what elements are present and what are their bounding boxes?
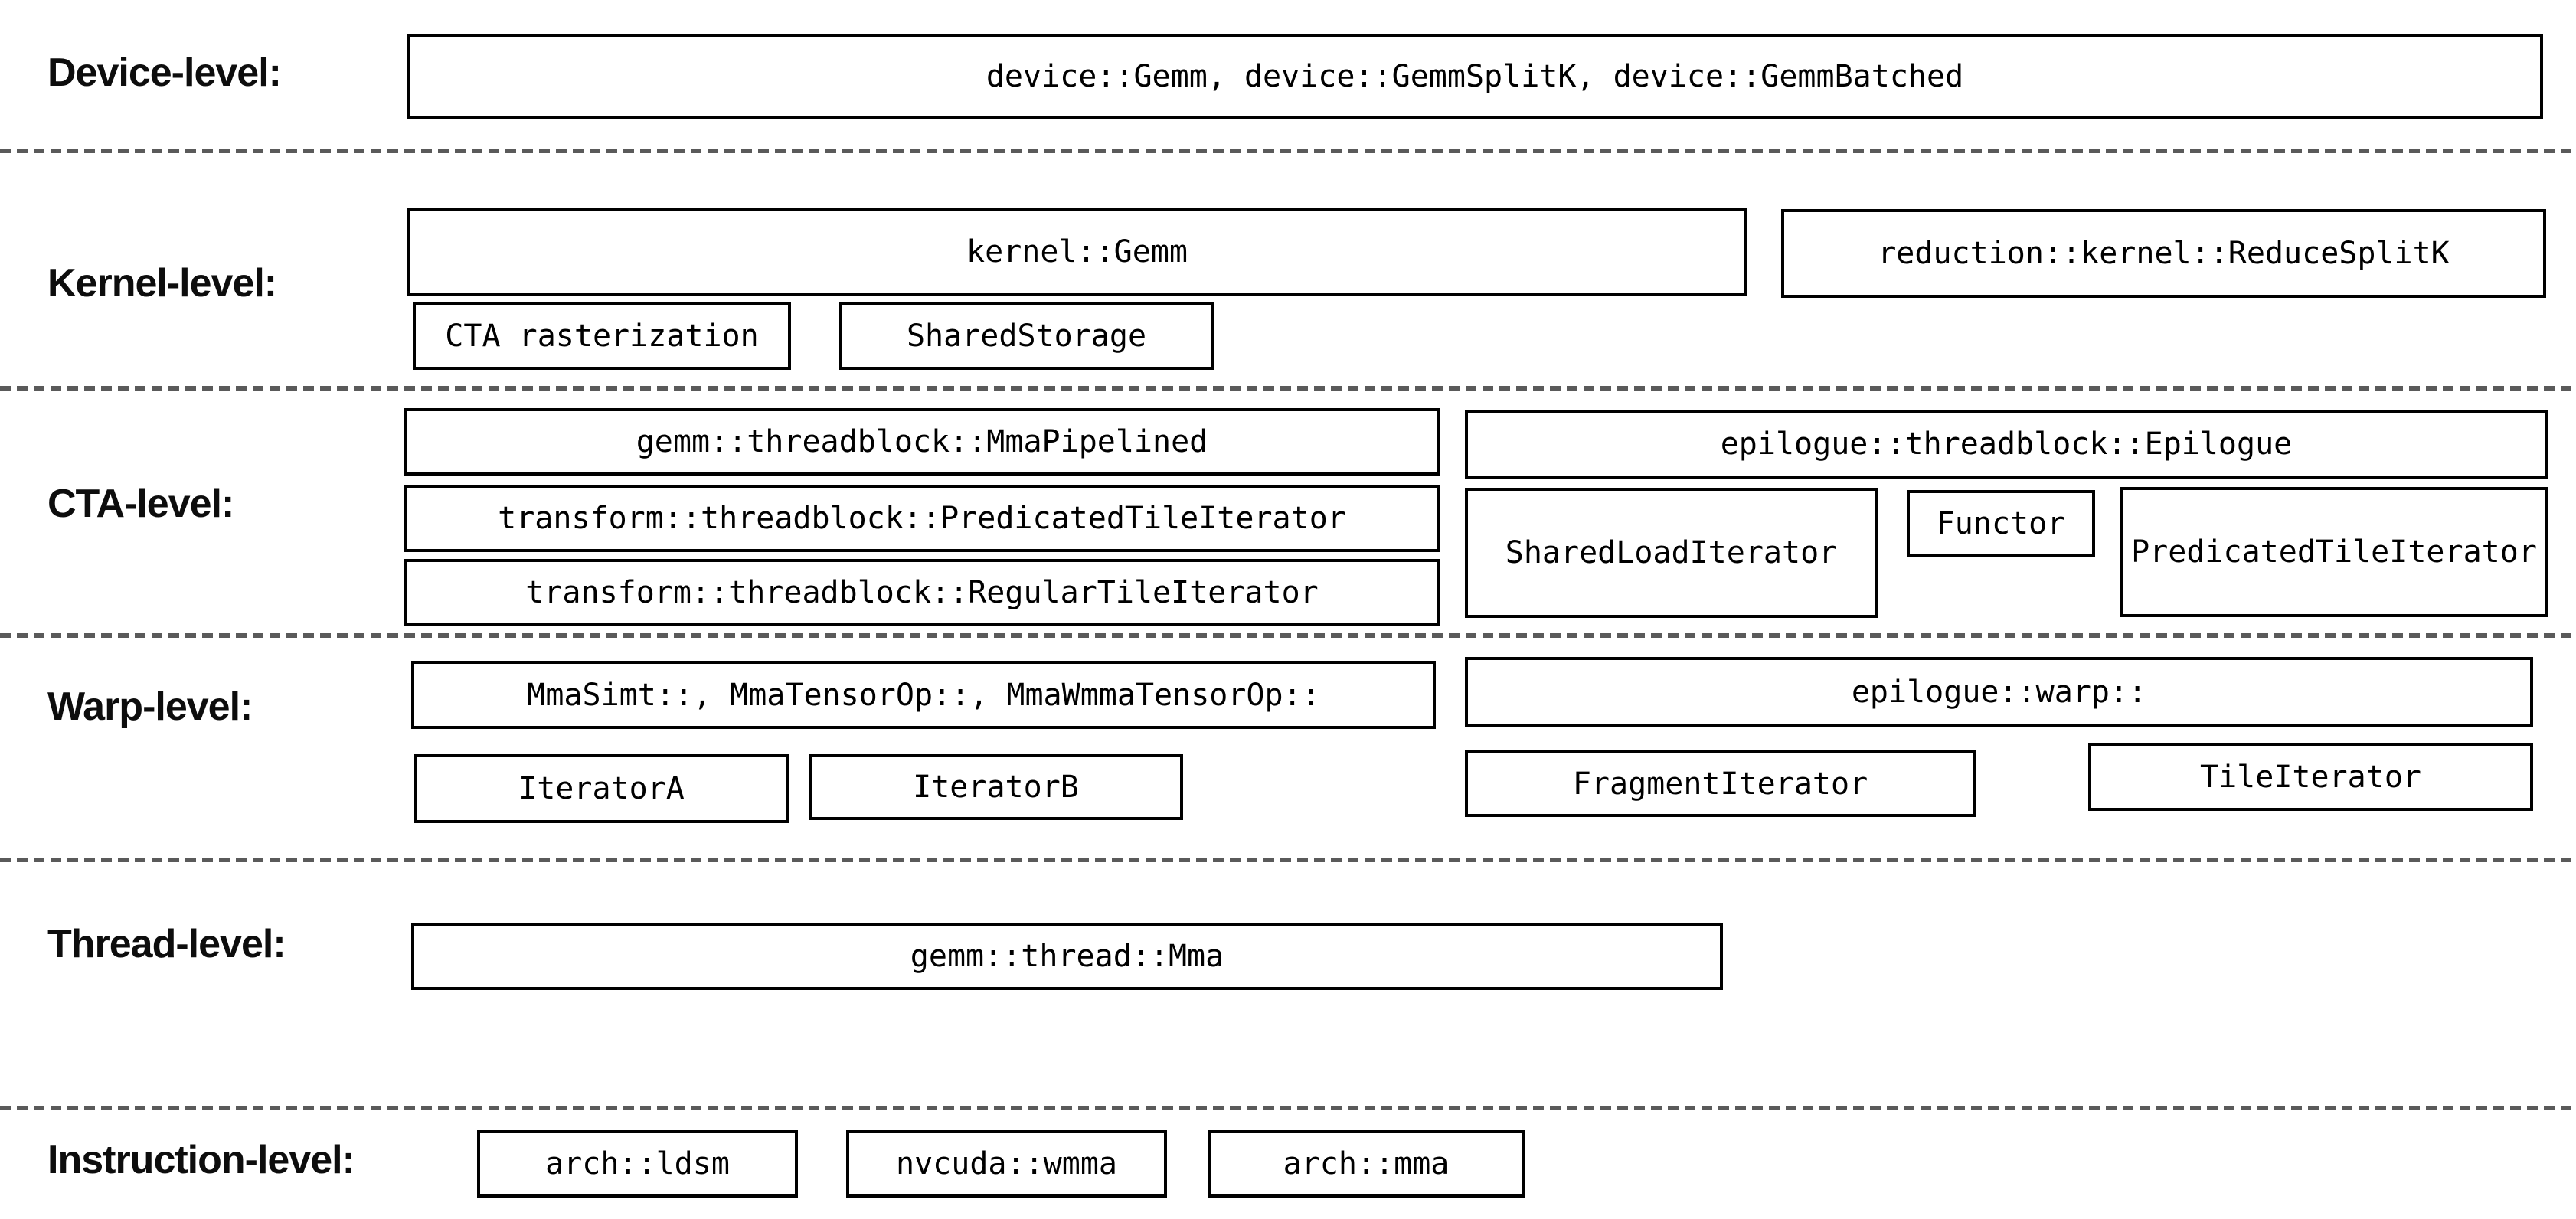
nvcuda-wmma-box: nvcuda::wmma <box>846 1130 1167 1198</box>
cta-level-label: CTA-level: <box>47 482 234 526</box>
iterator-a-box: IteratorA <box>414 754 789 823</box>
divider-warp-thread <box>0 858 2576 862</box>
divider-thread-instruction <box>0 1106 2576 1110</box>
regular-tile-iterator-box: transform::threadblock::RegularTileItera… <box>404 559 1440 626</box>
warp-level-label: Warp-level: <box>47 685 253 729</box>
kernel-level-label: Kernel-level: <box>47 261 277 306</box>
epilogue-warp-box: epilogue::warp:: <box>1465 657 2533 727</box>
device-level-label: Device-level: <box>47 51 282 95</box>
epilogue-predicated-tile-iterator-box: PredicatedTileIterator <box>2120 487 2548 617</box>
functor-box: Functor <box>1907 490 2095 557</box>
predicated-tile-iterator-box: transform::threadblock::PredicatedTileIt… <box>404 485 1440 552</box>
iterator-b-box: IteratorB <box>809 754 1183 820</box>
divider-kernel-cta <box>0 386 2576 391</box>
mma-pipelined-box: gemm::threadblock::MmaPipelined <box>404 408 1440 476</box>
warp-mma-ops-box: MmaSimt::, MmaTensorOp::, MmaWmmaTensorO… <box>411 661 1436 729</box>
instruction-level-label: Instruction-level: <box>47 1138 355 1182</box>
tile-iterator-box: TileIterator <box>2088 743 2533 811</box>
shared-load-iterator-box: SharedLoadIterator <box>1465 488 1878 618</box>
arch-mma-box: arch::mma <box>1208 1130 1525 1198</box>
kernel-gemm-box: kernel::Gemm <box>407 208 1747 296</box>
arch-ldsm-box: arch::ldsm <box>477 1130 798 1198</box>
shared-storage-box: SharedStorage <box>839 302 1214 370</box>
divider-device-kernel <box>0 149 2576 153</box>
thread-mma-box: gemm::thread::Mma <box>411 923 1723 990</box>
reduction-kernel-reducesplitk-box: reduction::kernel::ReduceSplitK <box>1781 209 2546 298</box>
epilogue-threadblock-box: epilogue::threadblock::Epilogue <box>1465 410 2548 479</box>
device-gemm-box: device::Gemm, device::GemmSplitK, device… <box>407 34 2543 119</box>
fragment-iterator-box: FragmentIterator <box>1465 750 1976 817</box>
thread-level-label: Thread-level: <box>47 922 286 966</box>
cta-rasterization-box: CTA rasterization <box>413 302 791 370</box>
divider-cta-warp <box>0 633 2576 638</box>
